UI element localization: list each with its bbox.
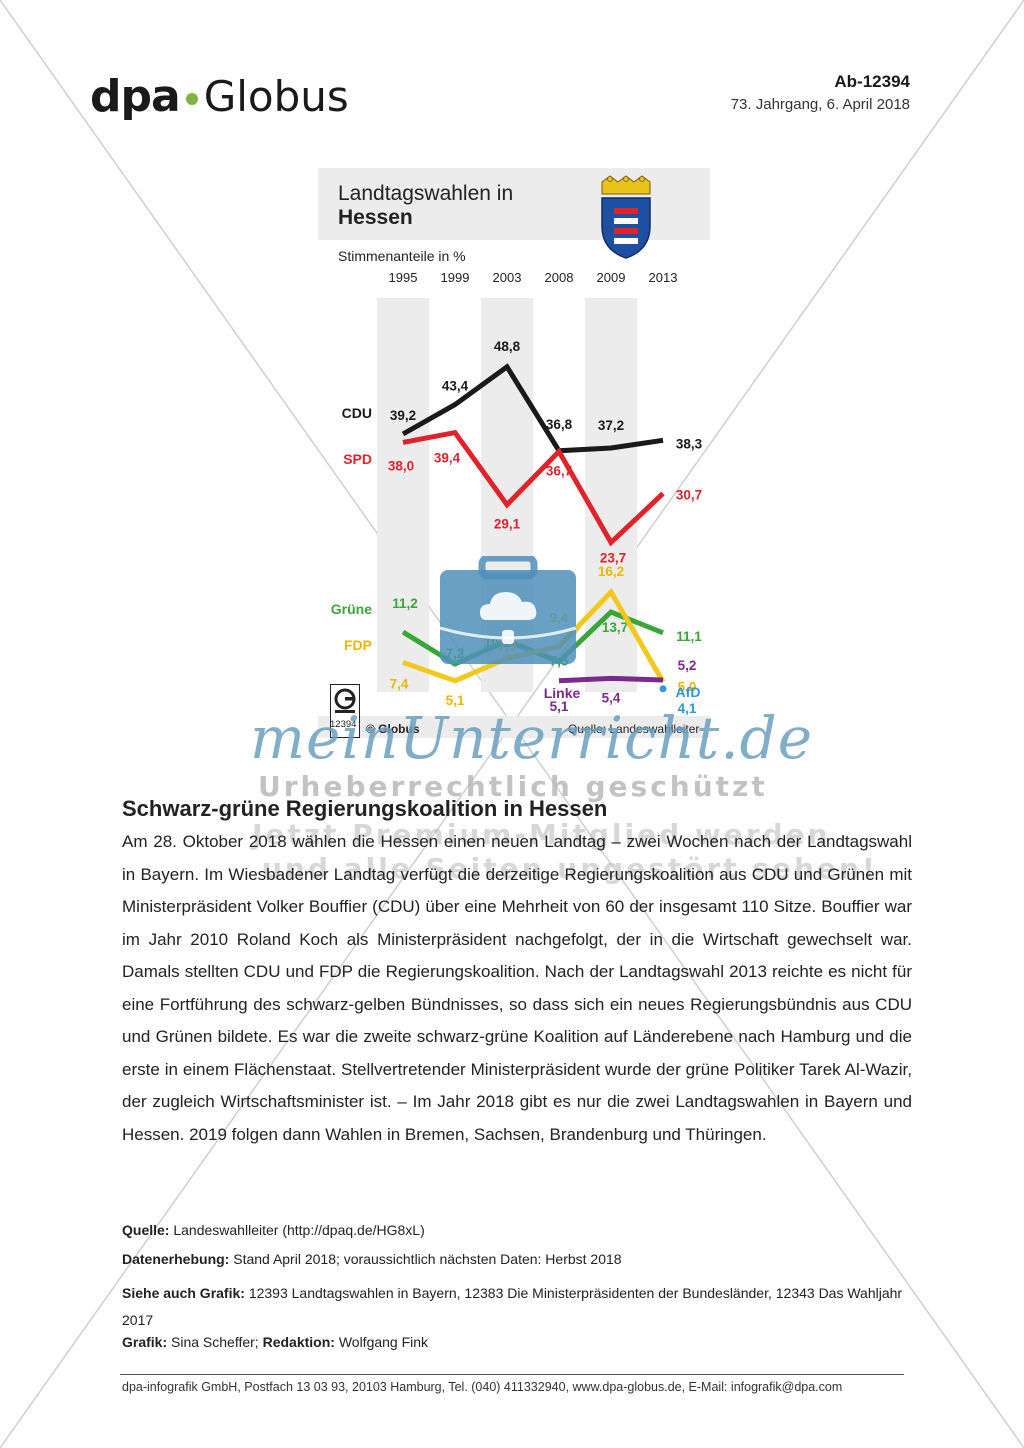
series-point-afd — [659, 685, 667, 693]
data-label: 5,1 — [446, 693, 465, 708]
watermark-premium-notice-2: und alle Seiten ungestört sehen! — [262, 852, 878, 885]
chart-source: Quelle: Landeswahlleiter — [568, 722, 700, 736]
data-label: 7,4 — [390, 676, 409, 691]
data-label: 5,4 — [602, 690, 621, 705]
meta-see-also: Siehe auch Grafik: 12393 Landtagswahlen … — [122, 1280, 912, 1334]
brand-dpa: dpa — [90, 70, 181, 122]
meta-survey-value: Stand April 2018; voraussichtlich nächst… — [233, 1251, 622, 1267]
data-label: 11,1 — [676, 629, 702, 644]
data-label: 36,7 — [546, 464, 572, 479]
series-line-spd — [402, 429, 665, 547]
dpa-globus-logo: dpa Globus — [90, 66, 349, 126]
globus-badge: 12394 — [330, 684, 360, 738]
series-name-label: FDP — [344, 637, 372, 653]
x-tick-label: 2008 — [545, 270, 574, 285]
meta-see-label: Siehe auch Grafik: — [122, 1285, 245, 1301]
data-label: 39,2 — [390, 408, 416, 423]
data-label: 16,2 — [598, 564, 624, 579]
chart-title: Landtagswahlen in — [338, 182, 514, 205]
column-band — [377, 298, 429, 692]
chart-copyright: © Globus — [366, 722, 420, 736]
hessen-coat-of-arms-icon — [601, 175, 651, 259]
data-label: 5,0 — [678, 680, 697, 695]
x-tick-label: 1995 — [389, 270, 418, 285]
series-line-linke — [558, 675, 664, 684]
article-body: Am 28. Oktober 2018 wählen die Hessen ei… — [122, 832, 912, 1144]
x-tick-label: 2009 — [597, 270, 626, 285]
watermark-premium-notice: Jetzt Premium-Mitglied werden — [252, 818, 831, 851]
meta-editor-label: Redaktion: — [262, 1334, 335, 1350]
footer-divider — [120, 1374, 904, 1375]
series-line-cdu — [401, 363, 664, 454]
chart-id-label: 12394 — [330, 719, 357, 730]
x-tick-label: 1999 — [441, 270, 470, 285]
series-name-label: AfD — [676, 684, 701, 700]
data-label: 5,2 — [678, 658, 697, 673]
watermark-brand: meinUnterricht.de — [250, 704, 814, 772]
meta-survey-label: Datenerhebung: — [122, 1251, 230, 1267]
document-id: Ab-12394 — [834, 72, 910, 91]
data-label: 29,1 — [494, 517, 521, 532]
data-label: 36,8 — [546, 417, 573, 432]
data-label: 37,2 — [598, 418, 624, 433]
brand-globus: Globus — [203, 71, 349, 121]
series-name-label: Grüne — [331, 601, 372, 617]
data-label: 23,7 — [600, 551, 626, 566]
series-name-label: SPD — [343, 451, 372, 467]
meta-editor-value: Wolfgang Fink — [338, 1334, 429, 1350]
brand-dot-icon — [185, 93, 198, 105]
watermark-copyright-notice: Urheberrechtlich geschützt — [258, 770, 768, 803]
data-label: 4,1 — [678, 701, 697, 716]
column-band — [318, 716, 710, 738]
meta-graphic-label: Grafik: — [122, 1334, 168, 1350]
data-label: 5,1 — [550, 699, 569, 714]
series-name-label: Linke — [544, 685, 581, 701]
meta-credits: Grafik: Sina Scheffer; Redaktion: Wolfga… — [122, 1334, 912, 1350]
data-label: 38,3 — [676, 436, 703, 451]
meta-survey: Datenerhebung: Stand April 2018; vorauss… — [122, 1251, 912, 1267]
article-heading: Schwarz-grüne Regierungskoalition in Hes… — [122, 796, 608, 821]
briefcase-cloud-icon — [440, 556, 576, 664]
data-label: 48,8 — [494, 339, 521, 354]
document-date: 73. Jahrgang, 6. April 2018 — [730, 96, 910, 113]
data-label: 38,0 — [388, 458, 414, 473]
chart-title-state: Hessen — [338, 206, 413, 229]
data-label: 30,7 — [676, 488, 702, 503]
chart-subtitle: Stimmenanteile in % — [338, 248, 466, 264]
x-tick-label: 2003 — [493, 270, 522, 285]
data-label: 11,2 — [392, 596, 418, 611]
data-label: 39,4 — [434, 451, 461, 466]
data-label: 43,4 — [442, 379, 469, 394]
meta-graphic-value: Sina Scheffer; — [171, 1334, 259, 1350]
footer-contact: dpa-infografik GmbH, Postfach 13 03 93, … — [122, 1380, 843, 1394]
series-name-label: CDU — [342, 405, 372, 421]
globus-g-icon — [334, 688, 356, 713]
x-tick-label: 2013 — [649, 270, 678, 285]
meta-source: Quelle: Landeswahlleiter (http://dpaq.de… — [122, 1222, 912, 1238]
data-label: 13,7 — [602, 620, 628, 635]
meta-source-label: Quelle: — [122, 1222, 170, 1238]
meta-source-value: Landeswahlleiter (http://dpaq.de/HG8xL) — [173, 1222, 425, 1238]
meta-see-value: 12393 Landtagswahlen in Bayern, 12383 Di… — [122, 1285, 903, 1328]
